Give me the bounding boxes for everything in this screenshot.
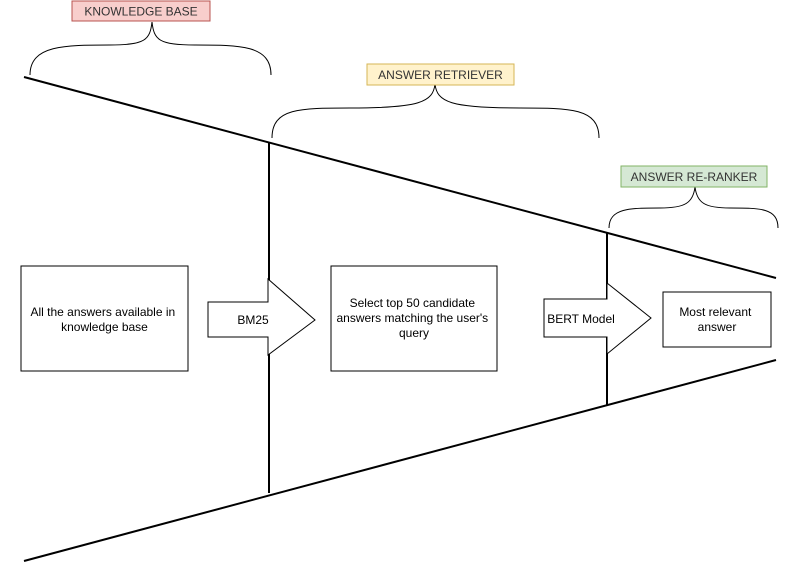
brace-answer-reranker xyxy=(608,186,779,229)
stage-label-answer-retriever-text: ANSWER RETRIEVER xyxy=(378,68,503,82)
stage-label-knowledge-base-bg xyxy=(71,0,211,22)
funnel-top-edge xyxy=(23,76,777,279)
box-all-answers-line-2: knowledge base xyxy=(61,320,148,334)
arrow-bm25-shape xyxy=(207,277,316,356)
box-top-candidates: Select top 50 candidate answers matching… xyxy=(330,265,498,372)
box-all-answers-bg xyxy=(20,265,189,372)
box-most-relevant-bg xyxy=(662,291,772,348)
box-top-candidates-line-3: query xyxy=(399,326,429,340)
box-all-answers-text: All the answers available in knowledge b… xyxy=(30,305,178,334)
arrow-bm25: BM25 xyxy=(207,277,316,356)
box-most-relevant: Most relevant answer xyxy=(662,291,772,348)
box-most-relevant-text: Most relevant answer xyxy=(679,305,754,334)
stage-label-answer-reranker-bg xyxy=(620,165,768,188)
box-top-candidates-text: Select top 50 candidate answers matching… xyxy=(336,296,491,340)
stage-label-knowledge-base: KNOWLEDGE BASE xyxy=(71,0,211,22)
arrow-bert-model-shape xyxy=(543,281,652,356)
stage-label-answer-retriever: ANSWER RETRIEVER xyxy=(366,63,515,86)
arrow-bert-model: BERT Model xyxy=(543,281,652,356)
box-most-relevant-line-1: Most relevant xyxy=(679,305,752,319)
box-most-relevant-line-2: answer xyxy=(698,320,737,334)
stage-label-answer-retriever-bg xyxy=(366,63,515,86)
box-top-candidates-line-2: answers matching the user's xyxy=(336,311,488,325)
stage-label-answer-reranker-text: ANSWER RE-RANKER xyxy=(631,170,758,184)
box-top-candidates-bg xyxy=(330,265,498,372)
brace-knowledge-base xyxy=(29,21,272,76)
box-all-answers: All the answers available in knowledge b… xyxy=(20,265,189,372)
arrow-bert-model-label: BERT Model xyxy=(547,312,615,326)
box-top-candidates-line-1: Select top 50 candidate xyxy=(350,296,476,310)
funnel-bottom-edge xyxy=(23,359,777,562)
brace-answer-retriever xyxy=(271,83,600,139)
stage-label-answer-reranker: ANSWER RE-RANKER xyxy=(620,165,768,188)
stage-label-knowledge-base-text: KNOWLEDGE BASE xyxy=(84,5,197,19)
arrow-bm25-label: BM25 xyxy=(237,313,269,327)
box-all-answers-line-1: All the answers available in xyxy=(30,305,175,319)
